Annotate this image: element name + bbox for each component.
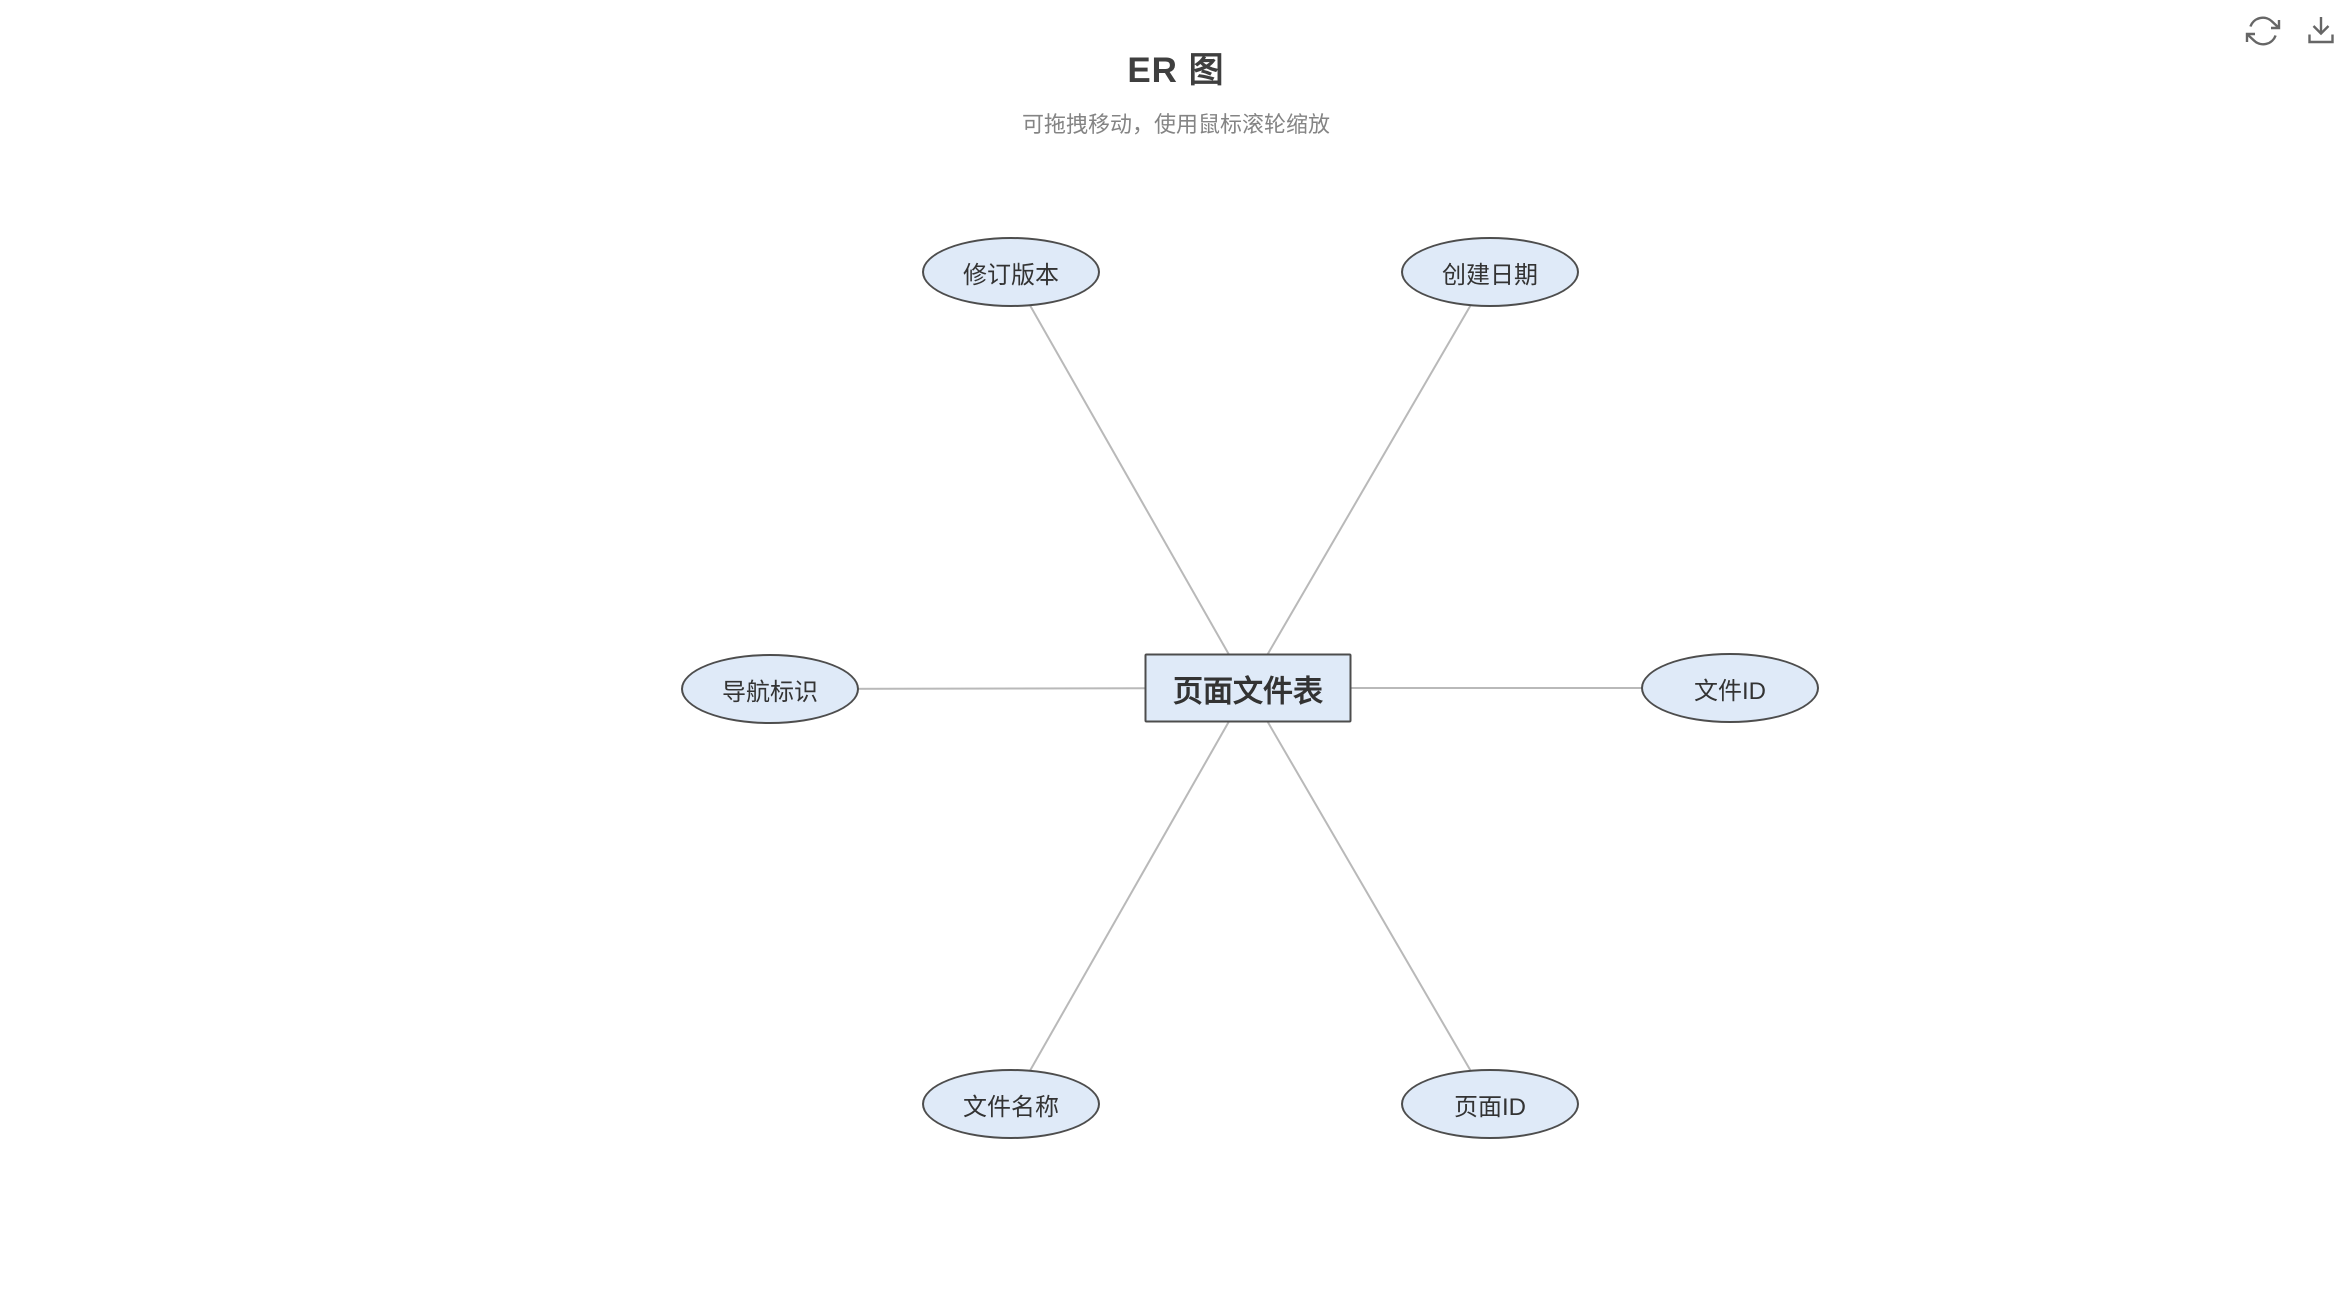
er-edge: [1010, 271, 1249, 689]
attribute-node[interactable]: 文件ID: [1641, 653, 1819, 723]
refresh-icon: [2245, 16, 2281, 46]
attribute-node[interactable]: 页面ID: [1401, 1069, 1579, 1139]
er-edge: [1010, 687, 1249, 1105]
refresh-button[interactable]: [2244, 12, 2282, 50]
entity-node[interactable]: 页面文件表: [1144, 653, 1352, 723]
download-button[interactable]: [2302, 12, 2340, 50]
er-edge: [1247, 271, 1491, 689]
attribute-node[interactable]: 修订版本: [922, 237, 1100, 307]
download-icon: [2308, 17, 2334, 44]
er-edge: [1247, 687, 1491, 1105]
attribute-node[interactable]: 导航标识: [681, 654, 859, 724]
attribute-node[interactable]: 创建日期: [1401, 237, 1579, 307]
attribute-node[interactable]: 文件名称: [922, 1069, 1100, 1139]
toolbar: [2244, 12, 2340, 50]
